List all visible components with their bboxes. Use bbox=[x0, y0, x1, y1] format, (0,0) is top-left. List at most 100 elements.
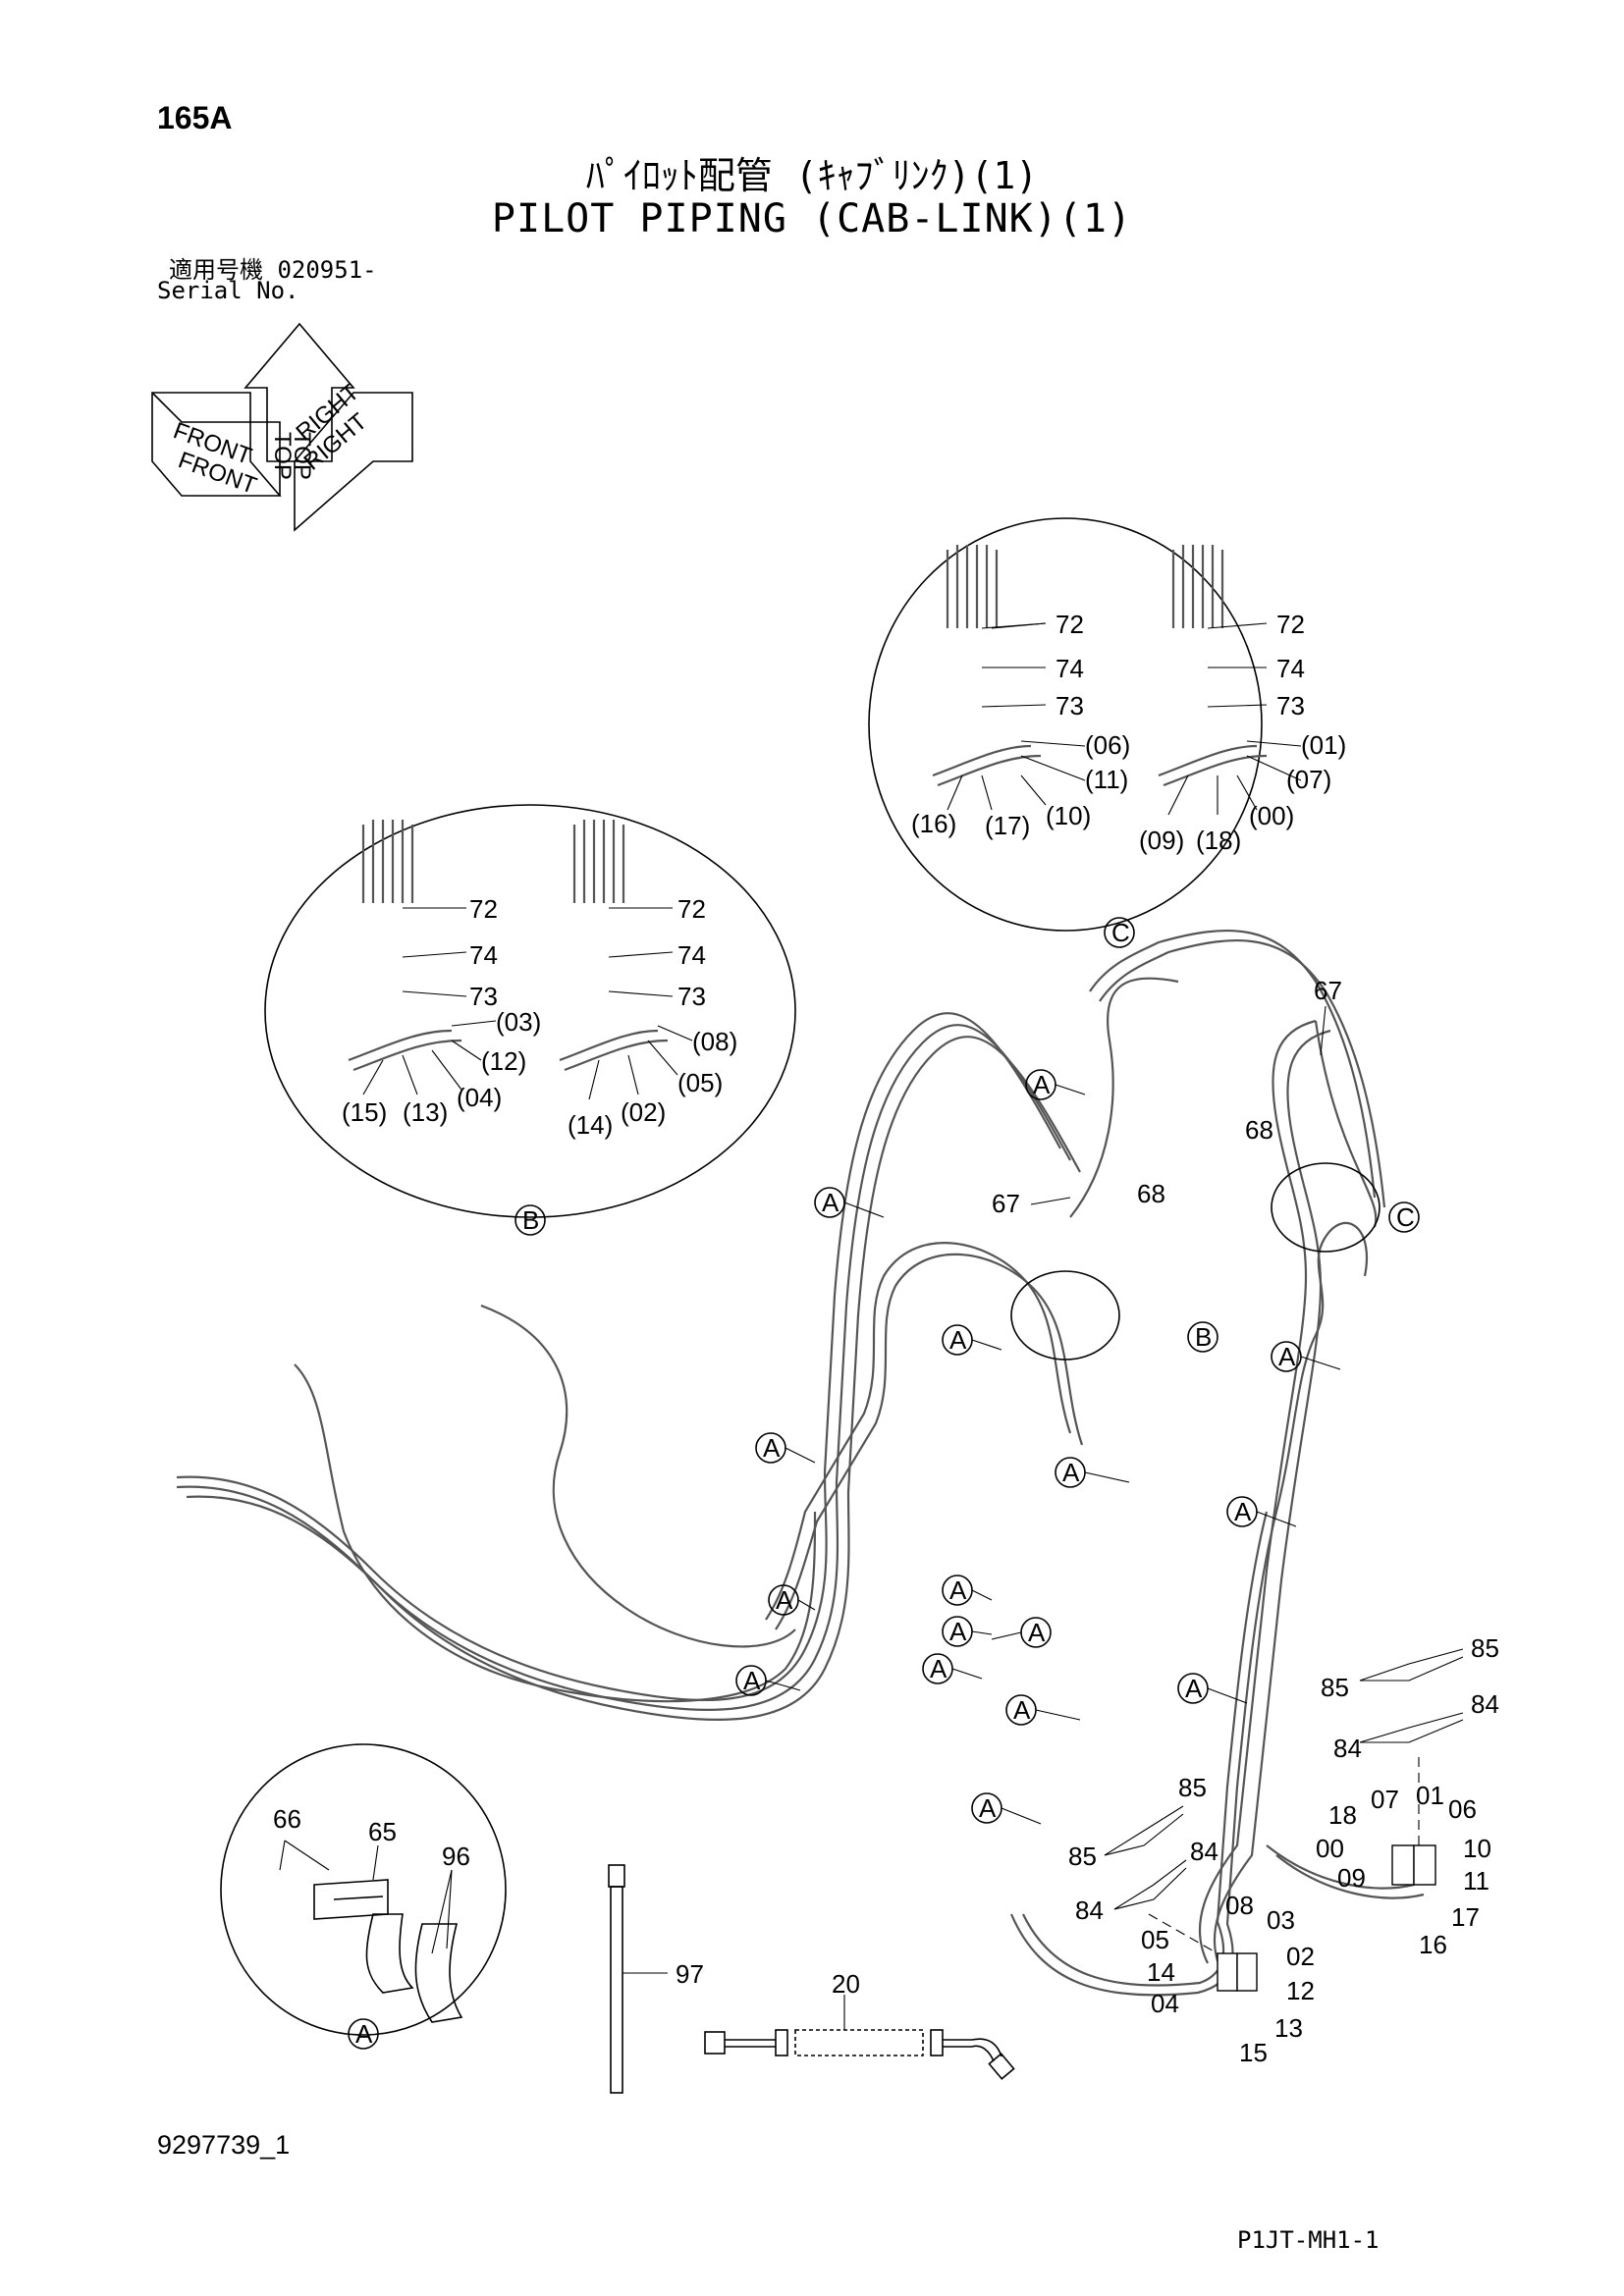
detail-c-label-16: (09) bbox=[1139, 826, 1184, 855]
detail-a-marker bbox=[348, 2018, 379, 2050]
pilot-hose-bundle bbox=[176, 929, 1425, 1997]
part-20-label: 20 bbox=[832, 1969, 860, 1999]
clamp-marker-13: A bbox=[743, 1666, 761, 1695]
orientation-top-label-2: TOP bbox=[289, 432, 315, 480]
clamp-marker-5: A bbox=[1062, 1458, 1080, 1487]
detail-b-label-6: (04) bbox=[457, 1083, 502, 1112]
detail-c-marker-label: C bbox=[1111, 918, 1130, 947]
detail-b: B 72 74 73 (03) (12) (04) (13) (15) 72 7… bbox=[264, 804, 796, 1236]
page-code: 165A bbox=[157, 100, 233, 135]
fitting-label-03: 03 bbox=[1267, 1905, 1295, 1935]
detail-c: C 72 74 73 (06) (11) (10) (17) (16) 72 7… bbox=[868, 517, 1346, 948]
detail-b-label-13: (05) bbox=[677, 1068, 723, 1097]
detail-c-label-7: (17) bbox=[985, 811, 1030, 840]
page-reference: P1JT-MH1-1 bbox=[1237, 2226, 1380, 2254]
part-84-label-1: 84 bbox=[1471, 1689, 1499, 1719]
fitting-label-02: 02 bbox=[1286, 1942, 1315, 1971]
detail-a-marker-label: A bbox=[355, 2019, 373, 2049]
clamp-marker-12: A bbox=[930, 1654, 947, 1683]
part-68-label-2: 68 bbox=[1137, 1179, 1165, 1208]
detail-a-circle bbox=[220, 1743, 507, 2036]
clamp-marker-15: A bbox=[1185, 1674, 1203, 1703]
part-65-label: 65 bbox=[368, 1817, 397, 1846]
fitting-label-09: 09 bbox=[1337, 1863, 1366, 1893]
detail-c-label-3: 73 bbox=[1056, 691, 1084, 721]
detail-c-callout-label: C bbox=[1396, 1202, 1415, 1232]
detail-b-label-9: 72 bbox=[677, 894, 706, 924]
fitting-label-18: 18 bbox=[1328, 1800, 1357, 1830]
part-68-label-1: 68 bbox=[1245, 1115, 1273, 1145]
page-title: PILOT PIPING (CAB-LINK)(1) bbox=[491, 196, 1133, 241]
detail-c-label-9: 72 bbox=[1276, 610, 1305, 639]
detail-b-callout-marker bbox=[1187, 1321, 1218, 1353]
part-97-label: 97 bbox=[676, 1959, 704, 1989]
detail-c-callout-marker bbox=[1388, 1201, 1420, 1233]
detail-c-label-10: 74 bbox=[1276, 654, 1305, 683]
fitting-label-12: 12 bbox=[1286, 1976, 1315, 2005]
clamp-marker-4: A bbox=[763, 1433, 781, 1463]
part-66-label: 66 bbox=[273, 1804, 301, 1834]
serial-label-japanese: 適用号機 020951- bbox=[169, 256, 377, 284]
detail-b-label-4: (03) bbox=[496, 1007, 541, 1037]
detail-b-callout-bubble bbox=[1010, 1270, 1120, 1361]
page-title-japanese: ﾊﾟｲﾛｯﾄ配管 (ｷｬﾌﾞﾘﾝｸ)(1) bbox=[585, 154, 1039, 197]
detail-c-callout-bubble bbox=[1271, 1162, 1380, 1253]
detail-b-label-12: (08) bbox=[692, 1027, 737, 1056]
detail-a: A 66 65 96 bbox=[220, 1743, 507, 2050]
part-85-label-4: 85 bbox=[1068, 1842, 1097, 1871]
clamp-marker-10: A bbox=[1028, 1618, 1046, 1647]
clamp-marker-6: A bbox=[1278, 1342, 1296, 1371]
detail-c-label-1: 72 bbox=[1056, 610, 1084, 639]
part-84-label-4: 84 bbox=[1075, 1896, 1104, 1925]
clamp-marker-8: A bbox=[949, 1575, 967, 1605]
clamp-marker-1: A bbox=[1033, 1070, 1051, 1099]
part-85-label-1: 85 bbox=[1471, 1633, 1499, 1663]
detail-b-label-15: (14) bbox=[568, 1110, 613, 1140]
fitting-label-17: 17 bbox=[1451, 1902, 1480, 1932]
clamp-markers: A A A A A A A A A A A A A A A A bbox=[735, 1069, 1302, 1824]
fitting-label-13: 13 bbox=[1274, 2013, 1303, 2043]
fitting-label-14: 14 bbox=[1147, 1957, 1175, 1987]
detail-c-label-11: 73 bbox=[1276, 691, 1305, 721]
detail-b-circle bbox=[264, 804, 796, 1218]
serial-label: Serial No. bbox=[157, 277, 299, 304]
fitting-label-07: 07 bbox=[1371, 1785, 1399, 1814]
detail-b-label-3: 73 bbox=[469, 982, 498, 1011]
fitting-label-00: 00 bbox=[1316, 1834, 1344, 1863]
detail-b-label-5: (12) bbox=[481, 1046, 526, 1076]
orientation-top-label: TOP bbox=[269, 432, 296, 480]
detail-b-marker-label: B bbox=[522, 1205, 539, 1235]
clamp-marker-16: A bbox=[979, 1793, 997, 1823]
detail-b-label-14: (02) bbox=[621, 1097, 666, 1127]
detail-b-marker bbox=[514, 1204, 546, 1236]
detail-c-label-5: (11) bbox=[1085, 765, 1128, 794]
detail-b-callout-label: B bbox=[1195, 1322, 1212, 1352]
fitting-label-10: 10 bbox=[1463, 1834, 1491, 1863]
detail-c-label-13: (07) bbox=[1286, 765, 1331, 794]
detail-c-label-6: (10) bbox=[1046, 801, 1091, 830]
clamp-marker-3: A bbox=[949, 1325, 967, 1355]
clamp-marker-9: A bbox=[949, 1617, 967, 1646]
fitting-label-04: 04 bbox=[1151, 1989, 1179, 2018]
detail-c-label-12: (01) bbox=[1301, 730, 1346, 760]
part-67-label-2: 67 bbox=[992, 1189, 1020, 1218]
detail-b-label-7: (13) bbox=[403, 1097, 448, 1127]
detail-c-label-2: 74 bbox=[1056, 654, 1084, 683]
part-67-label-1: 67 bbox=[1314, 976, 1342, 1005]
orientation-icon: TOP TOP FRONT FRONT RIGHT RIGHT bbox=[151, 322, 413, 532]
detail-b-label-8: (15) bbox=[342, 1097, 387, 1127]
part-85-label-2: 85 bbox=[1321, 1673, 1349, 1702]
fitting-label-06: 06 bbox=[1448, 1794, 1477, 1824]
fitting-label-01: 01 bbox=[1416, 1781, 1444, 1810]
detail-b-label-2: 74 bbox=[469, 940, 498, 970]
detail-b-label-1: 72 bbox=[469, 894, 498, 924]
fitting-label-16: 16 bbox=[1419, 1930, 1447, 1959]
detail-c-label-4: (06) bbox=[1085, 730, 1130, 760]
document-number: 9297739_1 bbox=[157, 2130, 291, 2160]
clamp-marker-2: A bbox=[822, 1188, 839, 1217]
part-84-label-2: 84 bbox=[1333, 1734, 1362, 1763]
detail-b-label-11: 73 bbox=[677, 982, 706, 1011]
detail-c-marker bbox=[1104, 917, 1135, 948]
cable-tie-97: 97 bbox=[608, 1864, 704, 2094]
